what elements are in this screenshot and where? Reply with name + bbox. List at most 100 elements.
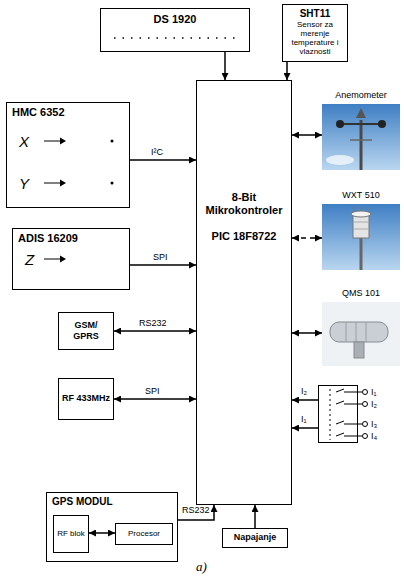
connector-arrow <box>292 134 322 136</box>
axis-label: I₂ <box>371 399 377 409</box>
anemometer-photo <box>322 104 400 170</box>
instrument-photo: Anemometer <box>322 90 400 172</box>
sensor-photo <box>322 302 400 366</box>
modem-box: GSM/ GPRS <box>58 312 114 350</box>
terminal-dot <box>363 390 368 395</box>
box-label: DS 1920 <box>154 13 197 26</box>
axis-arrow <box>44 183 60 184</box>
anemometer-photo <box>356 108 366 118</box>
box-label: SHT11 <box>300 8 331 20</box>
processor-box: Procesor <box>115 523 173 545</box>
axis-arrow <box>111 140 114 143</box>
switch-symbol <box>330 389 331 440</box>
box-label: Napajanje <box>234 532 277 542</box>
signal-label: SPI <box>144 386 161 396</box>
connector-arrow <box>292 237 322 239</box>
connector-arrow <box>178 505 214 520</box>
axis-arrow <box>111 182 114 185</box>
anemometer-photo <box>340 123 382 125</box>
axis-label: Y <box>19 175 29 192</box>
switch-symbol <box>336 389 344 392</box>
connector-arrow <box>114 398 196 400</box>
box-label: WXT 510 <box>342 190 379 200</box>
weather-station-photo <box>322 204 400 270</box>
switch-symbol <box>336 401 344 404</box>
dotted-line <box>114 37 238 39</box>
instrument-photo: QMS 101 <box>322 288 400 366</box>
box-title: ADIS 16209 <box>18 232 78 245</box>
switch-symbol <box>344 392 362 393</box>
figure-caption: a) <box>196 559 207 575</box>
sensor-photo <box>346 322 347 342</box>
axis-arrow <box>44 259 60 260</box>
anemometer-photo <box>378 120 386 128</box>
weather-station-photo <box>322 204 400 270</box>
weather-station-photo <box>360 236 363 270</box>
switch-symbol <box>330 389 368 440</box>
weather-station-photo <box>361 206 362 211</box>
weather-station-photo <box>353 229 369 230</box>
rf-block-box: RF blok <box>53 515 89 553</box>
connector-arrow <box>286 62 288 80</box>
weather-station-photo <box>351 211 371 217</box>
gps-module-box: GPS MODUL RF blok Procesor <box>46 492 178 562</box>
terminal-dot <box>363 434 368 439</box>
chip-box: DS 1920 <box>100 8 250 52</box>
anemometer-photo <box>350 139 372 141</box>
switch-symbol <box>336 433 344 436</box>
switch-symbol <box>336 421 344 424</box>
box-label: Anemometer <box>335 90 387 100</box>
anemometer-photo <box>336 120 344 128</box>
box-title: GPS MODUL <box>52 496 113 508</box>
connector-arrow <box>130 264 196 266</box>
axis-label: I₄ <box>371 431 377 441</box>
connector-arrow <box>292 332 322 334</box>
axis-arrow <box>44 141 60 142</box>
connector-arrow <box>254 505 256 528</box>
box-label: RF blok <box>57 529 85 538</box>
terminal-dot <box>363 402 368 407</box>
connector-arrow <box>114 330 196 332</box>
weather-station-photo <box>367 207 370 211</box>
signal-label: SPI <box>152 252 169 262</box>
switch-symbol <box>344 404 362 405</box>
sensor-box: SHT11Sensor za merenje temperature i vla… <box>282 4 348 62</box>
switch-symbol <box>344 436 362 437</box>
signal-label: RS232 <box>181 505 211 515</box>
sensor-photo <box>354 342 364 358</box>
box-body: Sensor za merenje temperature i vlaznost… <box>286 20 344 57</box>
axis-label: I₁ <box>371 387 377 397</box>
box-title: HMC 6352 <box>12 106 65 119</box>
axis-arrow <box>60 180 66 187</box>
inclinometer-box: ADIS 16209Z <box>12 228 130 290</box>
weather-station-photo <box>352 207 355 211</box>
axis-label: I₃ <box>371 419 377 429</box>
power-box: Napajanje <box>222 528 288 548</box>
signal-label: I²C <box>150 147 164 157</box>
sensor-photo <box>330 322 388 342</box>
connector-arrow <box>130 159 196 161</box>
signal-label: I₂ <box>300 386 308 396</box>
terminal-dot <box>363 422 368 427</box>
box-label: RF 433MHz <box>62 393 110 403</box>
dotted-line <box>114 38 238 39</box>
anemometer-photo <box>360 120 363 170</box>
axis-arrow <box>60 256 66 263</box>
anemometer-photo <box>326 155 354 165</box>
instrument-photo: WXT 510 <box>322 190 400 272</box>
switch-box: I₁I₂I₃I₄ <box>318 385 358 443</box>
microcontroller-box: 8-Bit MikrokontrolerPIC 18F8722 <box>196 80 292 505</box>
box-body: PIC 18F8722 <box>212 230 277 243</box>
box-label: GSM/ GPRS <box>62 320 110 341</box>
sensor-photo <box>356 322 357 342</box>
axis-label: X <box>19 133 29 150</box>
weather-station-photo <box>353 214 369 238</box>
signal-label: I₁ <box>300 414 308 424</box>
compass-box: HMC 6352X Y <box>6 102 130 208</box>
weather-station-photo <box>353 222 369 223</box>
box-label: Procesor <box>128 529 160 538</box>
radio-box: RF 433MHz <box>58 378 114 420</box>
connector-arrow <box>292 399 318 401</box>
switch-symbol <box>344 424 362 425</box>
sensor-photo <box>322 302 400 366</box>
